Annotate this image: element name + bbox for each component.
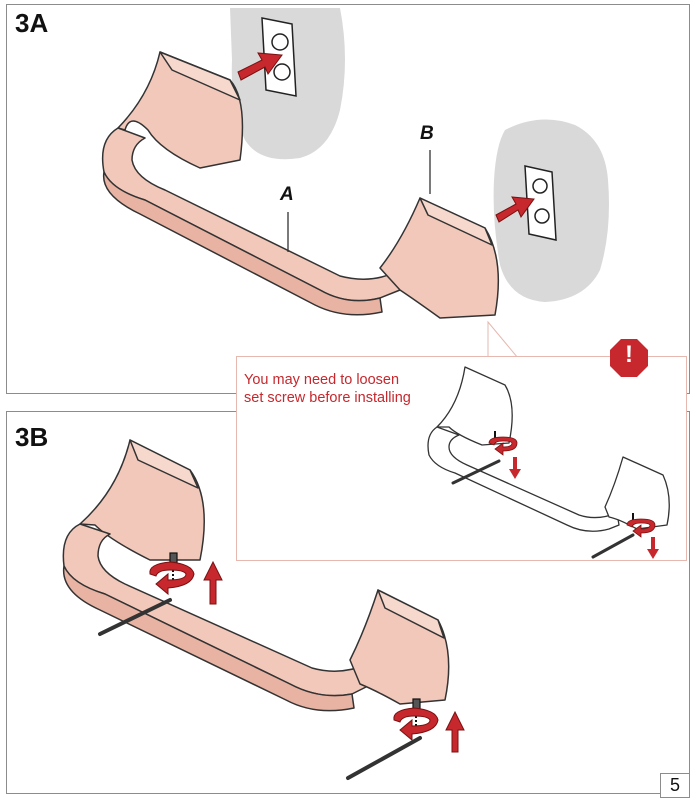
warning-symbol: ! <box>625 341 633 368</box>
page-number: 5 <box>660 773 690 798</box>
callout-text: You may need to loosen set screw before … <box>244 371 444 407</box>
step-label-3b: 3B <box>15 422 49 452</box>
warning-callout: You may need to loosen set screw before … <box>236 356 687 561</box>
allen-wrench-icon <box>591 533 635 559</box>
step-3a-panel <box>6 4 690 394</box>
step-label-3a: 3A <box>15 8 49 38</box>
allen-wrench-icon <box>451 459 501 485</box>
part-label-a: A <box>280 184 294 205</box>
callout-line-2: set screw before installing <box>244 390 411 406</box>
red-down-arrow-icon <box>509 457 521 479</box>
part-label-b: B <box>420 123 434 144</box>
callout-illustration <box>427 366 670 559</box>
callout-line-1: You may need to loosen <box>244 372 400 388</box>
warning-octagon-icon <box>610 339 648 377</box>
towel-bar-outline <box>427 366 670 532</box>
red-down-arrow-icon <box>647 537 659 559</box>
red-rotate-arrow-icon <box>488 436 656 538</box>
